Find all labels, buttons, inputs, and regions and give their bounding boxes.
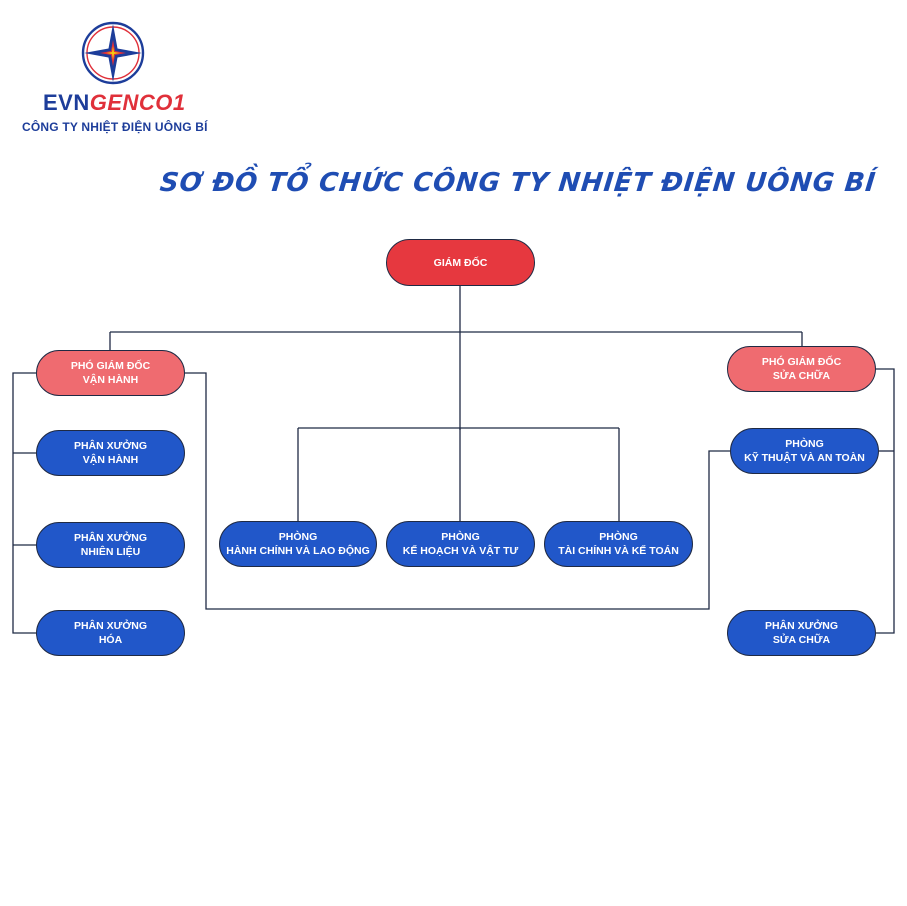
node-deputy-repair: PHÓ GIÁM ĐỐC SỬA CHỮA bbox=[727, 346, 876, 392]
node-label-line1: PHÒNG bbox=[599, 531, 638, 543]
node-label-line2: VẬN HÀNH bbox=[82, 454, 139, 466]
node-label-line2: VẬN HÀNH bbox=[82, 374, 139, 386]
brand-prefix: EVN bbox=[43, 90, 90, 115]
node-label-line2: KỸ THUẬT VÀ AN TOÀN bbox=[744, 452, 865, 464]
connector-left-rail bbox=[12, 372, 36, 634]
node-workshop-operations: PHÂN XƯỞNG VẬN HÀNH bbox=[36, 430, 185, 476]
node-label-line1: PHÂN XƯỞNG bbox=[73, 620, 148, 632]
connector-operations-to-technical bbox=[185, 372, 730, 610]
brand-suffix: GENCO1 bbox=[89, 90, 186, 115]
node-label-line2: NHIÊN LIỆU bbox=[80, 546, 141, 558]
node-label-line2: HÓA bbox=[98, 634, 123, 646]
evn-star-emblem-icon bbox=[80, 20, 146, 91]
node-dept-technical-safety: PHÒNG KỸ THUẬT VÀ AN TOÀN bbox=[730, 428, 879, 474]
node-label-line1: PHÂN XƯỞNG bbox=[764, 620, 839, 632]
node-label-line1: PHÂN XƯỞNG bbox=[73, 440, 148, 452]
company-name: CÔNG TY NHIỆT ĐIỆN UÔNG BÍ bbox=[22, 120, 208, 134]
node-label-line2: HÀNH CHÍNH VÀ LAO ĐỘNG bbox=[226, 545, 370, 557]
node-label-line2: KẾ HOẠCH VÀ VẬT TƯ bbox=[402, 545, 519, 557]
node-label-line1: PHÂN XƯỞNG bbox=[73, 532, 148, 544]
node-label-line1: PHÒNG bbox=[441, 531, 480, 543]
node-dept-admin-labor: PHÒNG HÀNH CHÍNH VÀ LAO ĐỘNG bbox=[219, 521, 377, 567]
node-label-line1: PHÓ GIÁM ĐỐC bbox=[70, 360, 151, 372]
node-label-line1: PHÒNG bbox=[278, 531, 318, 543]
node-label-line1: PHÒNG bbox=[785, 438, 824, 450]
node-workshop-repair: PHÂN XƯỞNG SỬA CHỮA bbox=[727, 610, 876, 656]
node-workshop-fuel: PHÂN XƯỞNG NHIÊN LIỆU bbox=[36, 522, 185, 568]
node-dept-planning-supplies: PHÒNG KẾ HOẠCH VÀ VẬT TƯ bbox=[386, 521, 535, 567]
node-director: GIÁM ĐỐC bbox=[386, 239, 535, 286]
connector-right-rail bbox=[876, 368, 895, 634]
page-title: SƠ ĐỒ TỔ CHỨC CÔNG TY NHIỆT ĐIỆN UÔNG BÍ bbox=[158, 168, 878, 198]
node-workshop-chemistry: PHÂN XƯỞNG HÓA bbox=[36, 610, 185, 656]
node-label-line2: SỬA CHỮA bbox=[772, 370, 831, 382]
node-label-line2: SỬA CHỮA bbox=[772, 634, 831, 646]
node-deputy-operations: PHÓ GIÁM ĐỐC VẬN HÀNH bbox=[36, 350, 185, 396]
node-dept-finance-accounting: PHÒNG TÀI CHÍNH VÀ KẾ TOÁN bbox=[544, 521, 693, 567]
node-label-line2: TÀI CHÍNH VÀ KẾ TOÁN bbox=[558, 545, 679, 557]
node-label: GIÁM ĐỐC bbox=[433, 256, 488, 269]
node-label-line1: PHÓ GIÁM ĐỐC bbox=[761, 356, 842, 368]
company-brand: EVNGENCO1 bbox=[43, 90, 186, 116]
